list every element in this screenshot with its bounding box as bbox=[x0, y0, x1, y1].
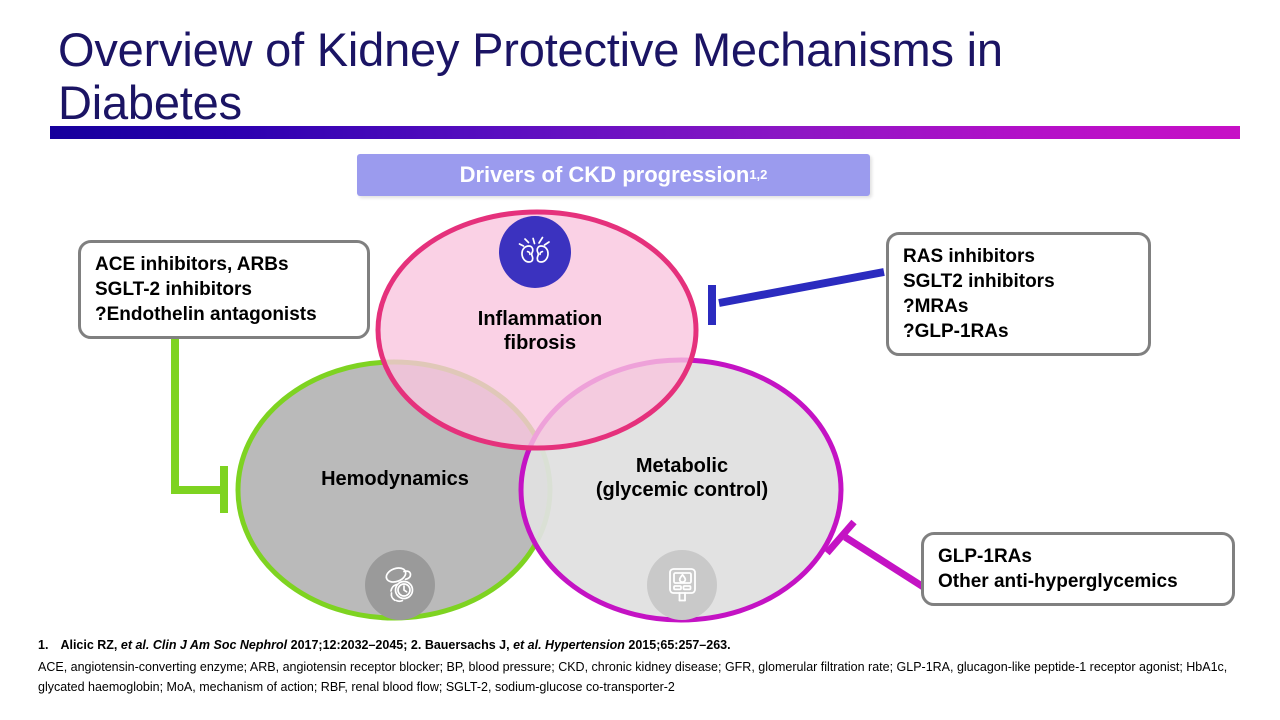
callout-line: SGLT2 inhibitors bbox=[903, 271, 1055, 293]
reference-list: 1. Alicic RZ, et al. Clin J Am Soc Nephro… bbox=[38, 636, 1248, 654]
reference-1-authors: Alicic RZ, bbox=[60, 638, 118, 652]
callout-metabolic-treatments[interactable]: GLP-1RAs Other anti-hyperglycemics bbox=[921, 532, 1235, 607]
circle-label-metabolic-line2: (glycemic control) bbox=[595, 478, 769, 501]
title-gradient-rule bbox=[50, 126, 1240, 139]
callout-inflammation-treatments[interactable]: RAS inhibitors SGLT2 inhibitors ?MRAs ?G… bbox=[886, 232, 1151, 357]
callout-line: ?MRAs bbox=[903, 296, 969, 318]
circle-label-inflammation-line1: Inflammation bbox=[477, 308, 603, 330]
callout-line: RAS inhibitors bbox=[903, 246, 1035, 267]
circle-label-metabolic: Metabolic (glycemic control) bbox=[560, 455, 804, 502]
callout-line: GLP-1RAs bbox=[938, 546, 1032, 567]
kidney-inflammation-icon bbox=[499, 216, 571, 288]
callout-line: ACE inhibitors, ARBs bbox=[95, 254, 289, 275]
reference-2-authors: Bauersachs J, bbox=[424, 638, 510, 652]
page-title: Overview of Kidney Protective Mechanisms… bbox=[58, 23, 1003, 129]
blood-pressure-cuff-icon bbox=[365, 550, 435, 620]
connector-hemodynamics bbox=[171, 330, 228, 513]
banner-label: Drivers of CKD progression bbox=[459, 162, 750, 187]
callout-line: Other anti-hyperglycemics bbox=[938, 571, 1178, 593]
callout-line: SGLT-2 inhibitors bbox=[95, 279, 252, 301]
glucose-meter-icon bbox=[647, 550, 717, 620]
circle-label-hemodynamics: Hemodynamics bbox=[275, 468, 515, 492]
reference-2-number: 2. bbox=[410, 638, 422, 652]
callout-line: ?GLP-1RAs bbox=[903, 321, 1009, 343]
abbreviations-list: ACE, angiotensin-converting enzyme; ARB,… bbox=[38, 660, 1228, 694]
circle-label-inflammation: Inflammation fibrosis bbox=[420, 308, 660, 355]
footnotes: 1. Alicic RZ, et al. Clin J Am Soc Nephro… bbox=[38, 636, 1248, 697]
circle-label-inflammation-line2: fibrosis bbox=[503, 331, 577, 354]
reference-2-citation: 2015;65:257–263. bbox=[628, 638, 731, 652]
circle-label-hemodynamics-line1: Hemodynamics bbox=[321, 468, 469, 490]
callout-hemodynamics-treatments[interactable]: ACE inhibitors, ARBs SGLT-2 inhibitors ?… bbox=[78, 240, 370, 340]
circle-label-metabolic-line1: Metabolic bbox=[635, 455, 729, 477]
connector-metabolic bbox=[824, 519, 927, 591]
connector-inflammation bbox=[708, 268, 885, 325]
reference-1-citation: 2017;12:2032–2045; bbox=[290, 638, 408, 652]
reference-1-journal: et al. Clin J Am Soc Nephrol bbox=[120, 638, 288, 652]
callout-line: ?Endothelin antagonists bbox=[95, 304, 317, 326]
reference-2-journal: et al. Hypertension bbox=[513, 638, 625, 652]
reference-1-number: 1. bbox=[38, 638, 49, 652]
